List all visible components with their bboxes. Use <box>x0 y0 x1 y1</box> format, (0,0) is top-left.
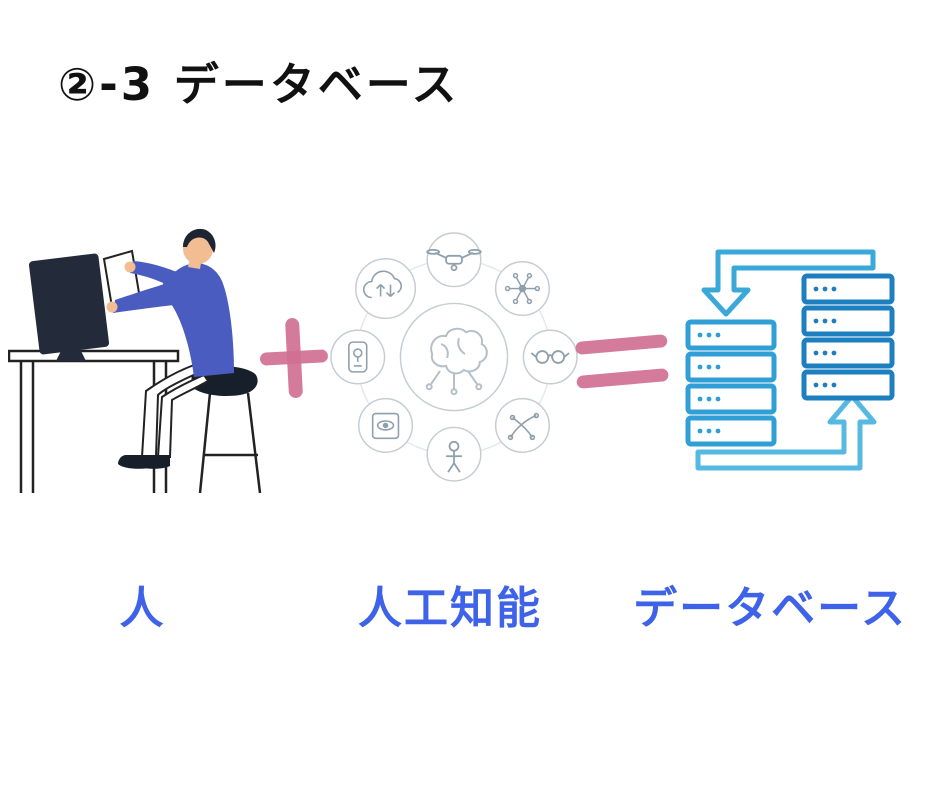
stool-legs <box>198 392 262 494</box>
plus-icon <box>260 318 328 398</box>
person-illustration <box>8 205 263 495</box>
humanoid-icon <box>446 440 462 473</box>
equals-operator <box>571 322 674 403</box>
database-svg <box>685 249 895 471</box>
server-stack-left <box>685 319 777 447</box>
smart-glasses-icon <box>530 350 570 364</box>
ai-ring-svg <box>330 232 578 482</box>
equals-icon <box>575 334 669 389</box>
label-ai: 人工知能 <box>358 583 542 634</box>
arrow-down-icon <box>701 249 876 317</box>
label-database: データベース <box>633 583 907 634</box>
route-network-icon <box>507 412 540 441</box>
person-legs <box>118 363 210 469</box>
brain-circle <box>399 302 509 412</box>
person-head <box>183 228 216 269</box>
label-person: 人 <box>119 583 166 634</box>
drone-icon <box>426 248 482 272</box>
smartphone-icon <box>348 341 368 373</box>
person-scene-svg <box>8 228 262 494</box>
vision-map-icon <box>371 412 400 440</box>
page-title: ②-3 データベース <box>58 58 460 111</box>
ai-illustration <box>330 226 578 488</box>
database-illustration <box>678 246 908 476</box>
server-stack-right <box>801 273 895 401</box>
server-stack-right-leds <box>813 286 837 388</box>
plus-operator <box>254 312 335 404</box>
person-torso <box>162 263 234 377</box>
server-stack-left-leds <box>697 332 721 434</box>
cloud-sync-icon <box>363 270 403 299</box>
network-hub-icon <box>504 272 541 305</box>
monitor-icon <box>28 253 110 361</box>
person-front-arm <box>106 283 174 313</box>
arrow-up-icon <box>695 393 877 471</box>
brain-icon <box>425 327 488 396</box>
